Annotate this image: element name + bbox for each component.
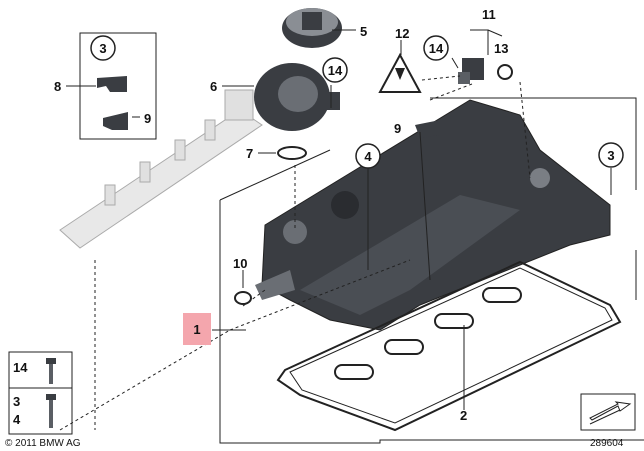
callout-2: 2 bbox=[460, 408, 467, 423]
callout-3-right: 3 bbox=[598, 142, 624, 168]
callout-4: 4 bbox=[355, 143, 381, 169]
svg-text:4: 4 bbox=[13, 412, 21, 427]
callout-11: 11 bbox=[482, 7, 496, 22]
callout-14-top: 14 bbox=[423, 35, 449, 61]
callout-6: 6 bbox=[210, 79, 217, 94]
o-ring-7 bbox=[277, 146, 307, 160]
svg-text:4: 4 bbox=[364, 149, 372, 164]
svg-text:3: 3 bbox=[607, 148, 614, 163]
diagram-number: 289604 bbox=[590, 438, 624, 449]
callout-10: 10 bbox=[233, 256, 247, 271]
gasket bbox=[276, 260, 622, 432]
callout-5: 5 bbox=[360, 24, 367, 39]
callout-9-right: 9 bbox=[394, 121, 401, 136]
callout-8: 8 bbox=[54, 79, 61, 94]
esd-warning-icon bbox=[378, 52, 422, 93]
spark-plug-seals bbox=[334, 287, 522, 380]
callout-3-top: 3 bbox=[90, 35, 116, 61]
oil-filler-cap bbox=[282, 8, 342, 48]
svg-text:3: 3 bbox=[99, 41, 106, 56]
callout-9-left: 9 bbox=[144, 111, 151, 126]
filler-neck bbox=[254, 63, 340, 131]
callout-1-highlight: 1 bbox=[183, 313, 211, 345]
callout-14-mid: 14 bbox=[322, 57, 348, 83]
fastener-legend: 14 3 4 bbox=[8, 351, 73, 435]
o-ring-10 bbox=[234, 291, 252, 305]
callout-13: 13 bbox=[494, 41, 508, 56]
svg-text:14: 14 bbox=[13, 360, 28, 375]
dashed-guide-lines bbox=[59, 75, 531, 431]
svg-text:14: 14 bbox=[429, 41, 444, 56]
clip-parts bbox=[97, 76, 128, 130]
svg-text:14: 14 bbox=[328, 63, 343, 78]
svg-text:1: 1 bbox=[193, 322, 200, 337]
sensor bbox=[458, 58, 513, 84]
svg-text:3: 3 bbox=[13, 394, 20, 409]
orientation-box bbox=[580, 393, 636, 431]
assembly-frame bbox=[219, 97, 644, 444]
cylinder-head-cover bbox=[255, 99, 611, 331]
copyright: © 2011 BMW AG bbox=[5, 438, 81, 449]
callout-7: 7 bbox=[246, 146, 253, 161]
callout-12: 12 bbox=[395, 26, 409, 41]
clip-9-part bbox=[415, 120, 440, 138]
leader-lines bbox=[66, 29, 612, 410]
fuel-rail bbox=[59, 89, 263, 249]
